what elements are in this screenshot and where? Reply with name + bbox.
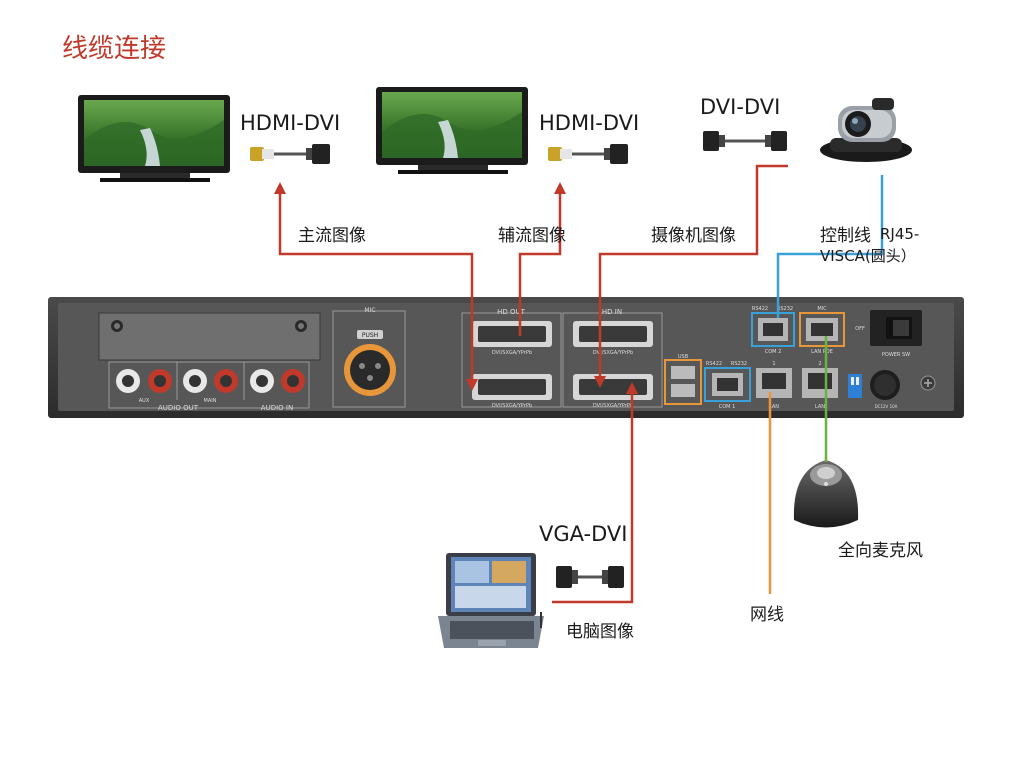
codec-rear-panel: AUX MAIN AUDIO OUT AUDIO IN MIC PUSH [48,297,964,418]
com2-label: COM 2 [765,349,782,355]
hd-in-label: HD IN [602,308,622,316]
audio-in-label: AUDIO IN [261,404,293,412]
svg-text:1: 1 [772,361,775,367]
dip-switch [848,374,862,398]
tv-monitor-aux-icon [376,87,528,174]
hd-out-label: HD OUT [497,308,526,316]
dvi-port-label: DVI/SXGA/YPrPb [593,403,633,409]
main-stream-label: 主流图像 [298,226,366,246]
rs232-label: RS232 [731,361,747,367]
audio-out-label: AUDIO OUT [158,404,199,412]
aux-label: AUX [139,398,150,404]
com1-label: COM 1 [719,404,736,410]
camera-stream-line [598,164,788,380]
off-label: OFF [855,326,865,332]
hdmi-dvi-cable-icon [250,144,330,164]
vga-dvi-label: VGA-DVI [539,522,628,546]
svg-text:2: 2 [818,361,821,367]
control-line [776,175,884,318]
audio-rca-jacks [108,361,310,409]
dvi-port-label: DVI/SXGA/YPrPb [492,350,532,356]
lan-port-2 [802,368,838,398]
aux-stream-label: 辅流图像 [498,226,566,246]
tv-monitor-main-icon [78,95,230,182]
vga-dvi-cable-icon [556,566,624,588]
dvi-dvi-label: DVI-DVI [700,95,781,119]
xlr-mic-input [332,310,406,408]
lan-label: LAN [815,404,825,410]
lan-poe-label: LAN POE [811,349,833,355]
push-label: PUSH [362,332,378,339]
usb-label: USB [678,354,689,360]
omnidirectional-microphone-icon [793,460,859,528]
camera-stream-label: 摄像机图像 [651,226,736,246]
main-stream-line [278,188,474,385]
hdmi-dvi-main-label: HDMI-DVI [240,111,341,135]
laptop-computer-icon [438,553,544,648]
usb-ports [664,359,702,405]
page-title: 线缆连接 [62,34,167,64]
main-label: MAIN [204,398,217,404]
rs232-label: RS232 [777,306,793,312]
power-rating-label: DC12V 10A [875,404,898,409]
control-line-label: 控制线 [820,226,871,246]
rj45-visca-label-2: VISCA(圆头） [820,247,916,265]
dvi-port-label: DVI/SXGA/YPrPb [593,350,633,356]
lan-port-1 [756,368,792,398]
rj45-visca-label: RJ45- [880,225,920,243]
aux-stream-line [518,188,562,336]
dvi-port-label: DVI/SXGA/YPrPb [492,403,532,409]
computer-stream-line [552,388,634,604]
mic-port-label: MIC [817,306,827,312]
dvi-dvi-cable-icon [703,131,787,151]
lan-poe-mic-port [799,312,845,347]
computer-stream-label: 电脑图像 [566,622,634,642]
lan-label: LAN [769,404,779,410]
omni-mic-label: 全向麦克风 [838,541,923,561]
rs422-label: RS422 [752,306,768,312]
com2-port [751,312,795,347]
dvi-port-group [461,312,663,408]
power-sw-label: POWER SW [882,352,910,358]
network-cable-label: 网线 [750,605,784,625]
mic-label: MIC [364,307,375,314]
rs422-label: RS422 [706,361,722,367]
com1-port [704,367,751,402]
hdmi-dvi-aux-label: HDMI-DVI [539,111,640,135]
hdmi-dvi-cable-icon [548,144,628,164]
ptz-camera-icon [820,98,912,162]
power-switch [870,310,922,346]
